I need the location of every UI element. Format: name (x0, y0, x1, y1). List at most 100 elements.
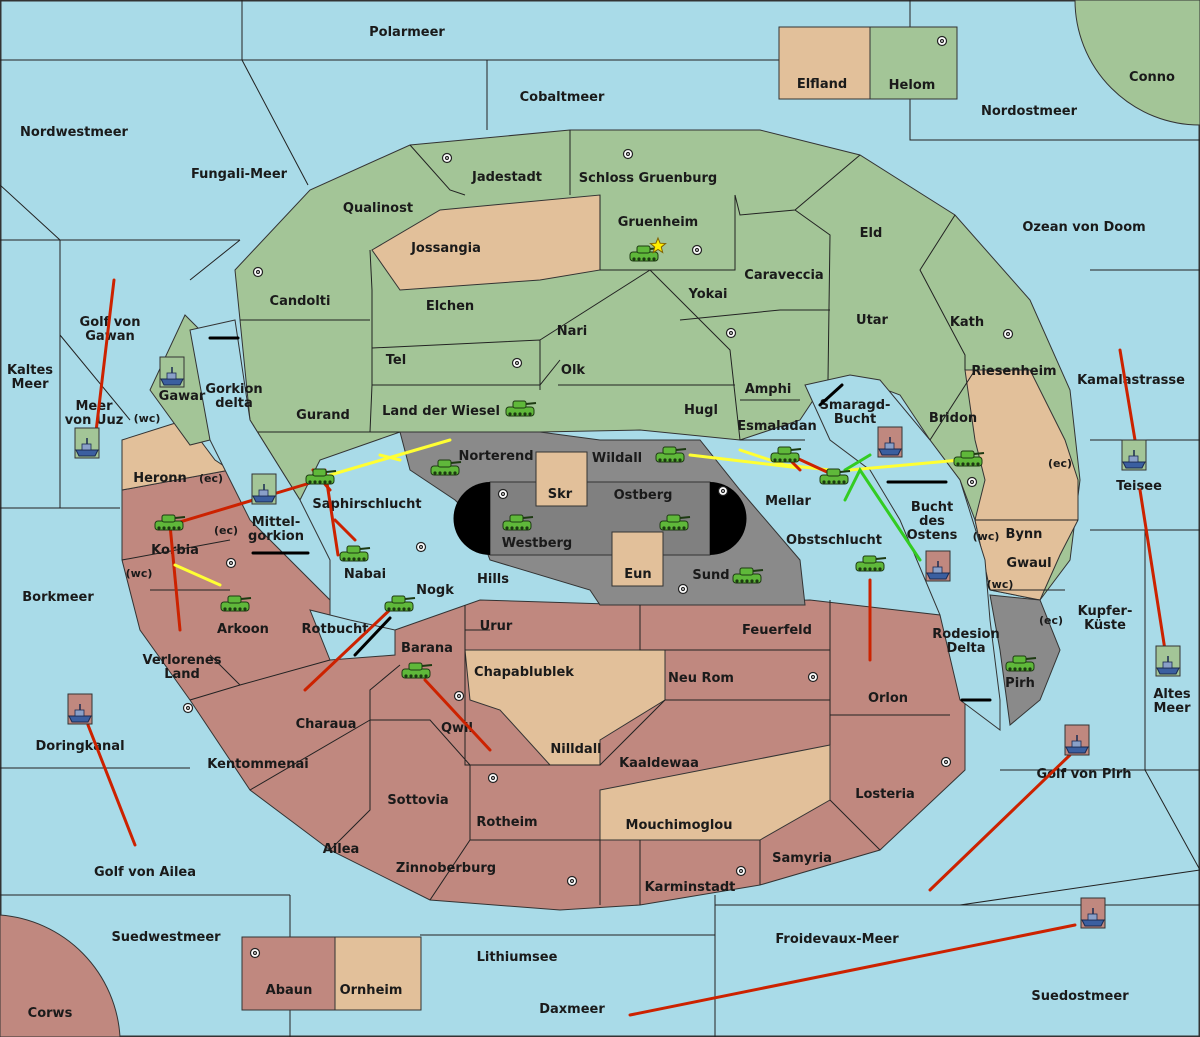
label-nordwestmeer: Nordwestmeer (20, 125, 128, 140)
coast-labels: (wc)(ec)(ec)(wc)(ec)(wc)(wc)(ec) (126, 412, 1072, 627)
fleet-unit-icon (159, 356, 185, 388)
army-unit-icon (305, 468, 337, 485)
label-mouchimoglou: Mouchimoglou (626, 818, 733, 833)
supply-center-dot (625, 151, 631, 157)
army-unit-icon (384, 595, 416, 612)
coast-label: (wc) (973, 530, 1000, 543)
label-esmaladan: Esmaladan (737, 419, 817, 434)
label-sottovia: Sottovia (387, 793, 448, 808)
east-neutral-coast (964, 369, 1079, 601)
supply-center-dot (444, 155, 450, 161)
eun-land (611, 531, 664, 587)
coast-label: (wc) (134, 412, 161, 425)
coast-label: (ec) (1048, 457, 1072, 470)
label-schloss-gruenburg: Schloss Gruenburg (579, 171, 717, 186)
label-mellar: Mellar (765, 494, 811, 509)
inner-ring-cap-left (453, 482, 490, 555)
label-wildall: Wildall (592, 451, 642, 466)
label-nordostmeer: Nordostmeer (981, 104, 1078, 119)
label-daxmeer: Daxmeer (539, 1002, 605, 1017)
label-golf-von-pirh: Golf von Pirh (1036, 767, 1131, 782)
supply-center-dot (943, 759, 949, 765)
capital-star-icon (649, 236, 667, 254)
label-helom: Helom (889, 78, 936, 93)
label-lithiumsee: Lithiumsee (477, 950, 558, 965)
label-barana: Barana (401, 641, 453, 656)
label-ozean-von-doom: Ozean von Doom (1022, 220, 1145, 235)
label-zinnoberburg: Zinnoberburg (396, 861, 496, 876)
label-golf-von-ailea: Golf von Ailea (94, 865, 196, 880)
army-unit-icon (401, 662, 433, 679)
label-rotbucht: Rotbucht (302, 622, 369, 637)
supply-center-dot (680, 586, 686, 592)
fleet-unit-icon (67, 693, 93, 725)
supply-center-dot (514, 360, 520, 366)
rotbucht-sea (309, 609, 396, 661)
label-corws: Corws (28, 1006, 73, 1021)
army-unit-icon (819, 468, 851, 485)
label-olk: Olk (561, 363, 586, 378)
label-gwaul: Gwaul (1006, 556, 1051, 571)
conno-land (1074, 0, 1200, 126)
supply-center-dot (456, 693, 462, 699)
label-korbia: Korbia (151, 543, 199, 558)
label-orlon: Orlon (868, 691, 908, 706)
supply-center-dot (490, 775, 496, 781)
label-norterend: Norterend (458, 449, 533, 464)
label-teisee: Teisee (1116, 479, 1162, 494)
label-qualinost: Qualinost (343, 201, 413, 216)
label-abaun: Abaun (266, 983, 313, 998)
fleet-unit-icon (1155, 645, 1181, 677)
label-kamalastrasse: Kamalastrasse (1077, 373, 1185, 388)
label-jadestadt: Jadestadt (471, 170, 542, 185)
supply-center-dot (1005, 331, 1011, 337)
supply-center-dot (728, 330, 734, 336)
label-borkmeer: Borkmeer (22, 590, 94, 605)
coast-label: (ec) (199, 472, 223, 485)
army-unit-icon (655, 446, 687, 463)
label-gawar: Gawar (159, 389, 206, 404)
fleet-unit-icon (1064, 724, 1090, 756)
label-sund: Sund (692, 568, 729, 583)
label-nabai: Nabai (344, 567, 386, 582)
label-ornheim: Ornheim (340, 983, 403, 998)
label-yokai: Yokai (687, 287, 727, 302)
label-samyria: Samyria (772, 851, 832, 866)
label-chapablublek: Chapablublek (474, 665, 574, 680)
label-rotheim: Rotheim (476, 815, 537, 830)
label-kentommenai: Kentommenai (207, 757, 308, 772)
label-nari: Nari (557, 324, 588, 339)
army-unit-icon (220, 595, 252, 612)
supply-center-dot (500, 491, 506, 497)
coast-label: (ec) (214, 524, 238, 537)
province-borders (121, 130, 1078, 905)
label-amphi: Amphi (745, 382, 792, 397)
gorkion-sea (189, 319, 331, 602)
label-mittel-gorkion: Mittel-gorkion (248, 515, 304, 544)
label-neu-rom: Neu Rom (668, 671, 734, 686)
label-polarmeer: Polarmeer (369, 25, 445, 40)
supply-centers (182, 35, 1014, 959)
label-jossangia: Jossangia (410, 241, 481, 256)
label-obstschlucht: Obstschlucht (786, 533, 882, 548)
army-unit-icon (659, 514, 691, 531)
supply-center-dot (738, 868, 744, 874)
supply-center-dot (694, 247, 700, 253)
label-ailea: Ailea (323, 842, 360, 857)
label-hills: Hills (477, 572, 509, 587)
units (67, 236, 1181, 929)
label-urur: Urur (480, 619, 513, 634)
label-losteria: Losteria (855, 787, 915, 802)
label-kupfer-kueste: Kupfer-Küste (1078, 604, 1133, 633)
supply-center-dot (185, 705, 191, 711)
label-caraveccia: Caraveccia (744, 268, 823, 283)
label-smaragd-bucht: Smaragd-Bucht (820, 398, 891, 427)
label-kaaldewaa: Kaaldewaa (619, 756, 699, 771)
label-nogk: Nogk (416, 583, 454, 598)
